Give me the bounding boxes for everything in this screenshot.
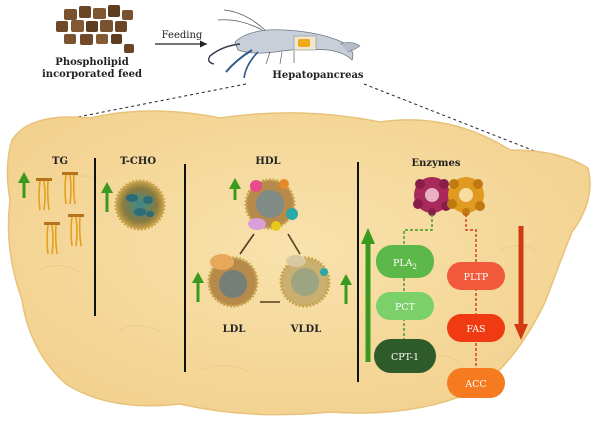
- shrimp-icon: [207, 9, 361, 79]
- lipoprotein-icon: [207, 254, 259, 308]
- tcho-label: T-CHO: [120, 156, 156, 167]
- up-arrow-icon: [361, 228, 375, 362]
- zoom-line-left: [41, 83, 247, 126]
- enzyme-icon: [413, 177, 451, 216]
- up-arrow-icon: [18, 172, 30, 198]
- pla2-connector: [403, 214, 433, 256]
- pct-label: PCT: [395, 302, 416, 313]
- acc-label: ACC: [464, 379, 486, 390]
- pltp-pill: PLTP: [447, 262, 505, 290]
- up-arrow-icon: [101, 182, 113, 212]
- tg-label: TG: [52, 156, 68, 167]
- enzymes-label: Enzymes: [412, 158, 461, 169]
- triglyceride-icon: [36, 172, 84, 255]
- fas-pill: FAS: [447, 314, 505, 342]
- vldl-label: VLDL: [290, 324, 322, 335]
- feed-label-line1: Phospholipid: [55, 57, 128, 68]
- up-arrow-icon: [340, 274, 352, 304]
- cpt1-label: CPT-1: [391, 352, 419, 363]
- down-arrow-icon: [514, 226, 528, 340]
- feed-pellets-icon: [56, 5, 134, 53]
- enzyme-icon: [447, 177, 485, 216]
- acc-pill: ACC: [447, 368, 505, 398]
- pct-pill: PCT: [376, 292, 434, 320]
- svg-text:PLA2: PLA2: [393, 258, 417, 271]
- cpt1-pill: CPT-1: [374, 339, 436, 373]
- feed-label-line2: incorporated feed: [42, 69, 142, 80]
- pltp-connector: [465, 214, 477, 264]
- pla2-subscript: 2: [413, 263, 417, 271]
- pltp-label: PLTP: [464, 272, 489, 283]
- ldl-label: LDL: [223, 324, 246, 335]
- lipoprotein-links: [239, 233, 301, 303]
- pla2-pill: PLA2: [376, 245, 434, 278]
- lipoprotein-icon: [279, 255, 331, 308]
- hdl-label: HDL: [255, 156, 280, 167]
- pla2-label: PLA: [393, 258, 413, 269]
- organ-label: Hepatopancreas: [272, 70, 364, 81]
- cholesterol-particle-icon: [114, 179, 166, 231]
- up-arrow-icon: [192, 272, 204, 302]
- lipoprotein-icon: [244, 178, 298, 231]
- fas-label: FAS: [466, 324, 485, 335]
- feeding-label: Feeding: [162, 30, 203, 41]
- up-arrow-icon: [229, 178, 241, 200]
